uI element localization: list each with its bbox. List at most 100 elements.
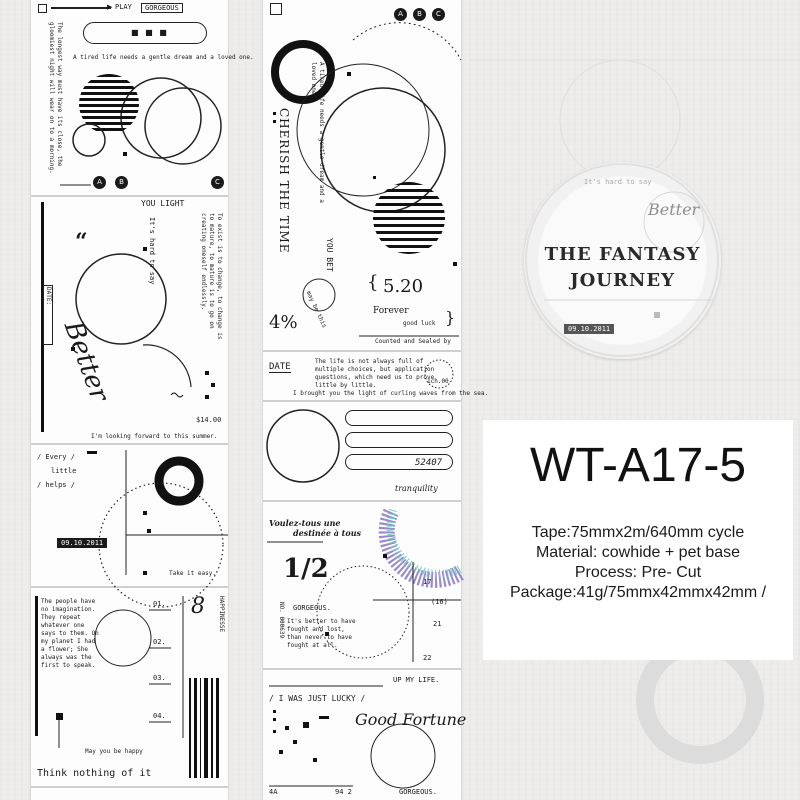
- roll-hint: It's hard to say: [584, 178, 652, 186]
- people-paragraph: The people have no imagination. They rep…: [41, 598, 99, 669]
- brace-left: {: [367, 272, 379, 293]
- number-01: 01.: [153, 600, 166, 608]
- you-bet: YOU BET: [325, 238, 334, 272]
- badge-c: C: [432, 8, 445, 21]
- serial-number: NO. 000639: [278, 602, 285, 639]
- circle-graphics: [98, 450, 228, 608]
- roll-graphics: [525, 163, 719, 357]
- side-box: [43, 285, 53, 345]
- badge-b: B: [413, 8, 426, 21]
- number-02: 02.: [153, 638, 166, 646]
- tape-segment: 52407 tranquility: [263, 402, 461, 502]
- tape-segment: DATE The life is not always full of mult…: [263, 352, 488, 402]
- circle-graphics: [266, 409, 340, 483]
- bottom-code-94: 94 2: [335, 788, 352, 796]
- number-16: (16): [431, 598, 448, 606]
- you-light-heading: YOU LIGHT: [141, 199, 185, 208]
- tired-life-vertical: A tired life needs a gentle dream and a …: [310, 62, 325, 203]
- looking-forward-text: I'm looking forward to this summer.: [91, 433, 218, 440]
- circle-graphics: [71, 247, 215, 399]
- tape-segment: The people have no imagination. They rep…: [31, 588, 228, 788]
- roll-date: 09.10.2011: [564, 324, 615, 334]
- good-fortune-script: Good Fortune: [355, 710, 467, 729]
- line-graphics: [56, 596, 219, 778]
- brought-light-text: I brought you the light of curling waves…: [293, 390, 489, 397]
- header-gorgeous: GORGEOUS: [141, 3, 183, 13]
- spec-material: Material: cowhide + pet base: [535, 544, 741, 561]
- pill-frame: [345, 432, 453, 448]
- gorgeous-text: GORGEOUS.: [293, 604, 331, 612]
- roll-script: Better: [648, 200, 700, 219]
- voulez-text: Voulez-tous une: [269, 518, 341, 528]
- tape-segment: PLAY ▶ GORGEOUS The longest way must hav…: [31, 0, 254, 197]
- badge-a: A: [93, 176, 106, 189]
- black-dash: [87, 451, 97, 454]
- spec-process: Process: Pre- Cut: [574, 564, 702, 581]
- date-number: 5.20: [383, 276, 424, 297]
- up-my-life: UP MY LIFE.: [393, 676, 440, 684]
- vertical-quote: The longest way must have its close, the…: [48, 22, 63, 174]
- number-17: 17: [423, 578, 432, 586]
- bar-decoration: [51, 7, 111, 9]
- happinesse-vertical: HAPPINESSE: [218, 596, 225, 633]
- tape-segment: A B C: [263, 0, 462, 352]
- play-arrow-icon: ▶: [107, 3, 113, 11]
- circle-graphics: [269, 685, 436, 789]
- product-info-panel: WT-A17-5 Tape:75mmx2m/640mm cycle Materi…: [483, 420, 793, 660]
- number-52407: 52407: [415, 458, 443, 468]
- square-icon: [270, 3, 282, 15]
- quote-mark: “: [75, 229, 88, 255]
- spec-tape: Tape:75mmx2m/640mm cycle: [531, 524, 745, 541]
- forever-text: Forever: [373, 306, 409, 316]
- tape-roll: It's hard to say Better THE FANTASY JOUR…: [524, 162, 721, 359]
- take-it-easy: Take it easy.: [169, 570, 216, 577]
- to-exist-quote: To exist is to change, to change is to m…: [200, 213, 223, 340]
- brace-right: }: [445, 308, 456, 327]
- destinee-text: destinée à tous: [293, 528, 362, 538]
- tape-segment: DATE: YOU LIGHT “ It's hard to say To ex…: [31, 197, 228, 445]
- pill-frame: [345, 410, 453, 426]
- date-heading: DATE: [269, 362, 291, 373]
- may-you-be-happy: May you be happy: [85, 748, 143, 755]
- square-icon: [38, 4, 47, 13]
- number-04: 04.: [153, 712, 166, 720]
- circle-graphics: [60, 74, 222, 186]
- number-22: 22: [423, 654, 432, 662]
- badge-a: A: [394, 8, 407, 21]
- tape-strip-left: PLAY ▶ GORGEOUS The longest way must hav…: [31, 0, 254, 800]
- four-percent: 4%: [269, 312, 298, 333]
- lucky-text: / I WAS JUST LUCKY /: [269, 694, 366, 703]
- roll-title-line1: THE FANTASY: [544, 244, 701, 265]
- circle-graphics: [424, 359, 454, 389]
- cherish-the-time: CHERISH THE TIME: [277, 108, 291, 254]
- circle-graphics: [271, 22, 462, 337]
- time-label: 1ch.00: [427, 378, 449, 385]
- tired-life-text: A tired life needs a gentle dream and a …: [73, 54, 254, 61]
- number-21: 21: [433, 620, 442, 628]
- tape-segment: / Every / little / helps / 09.10.2011 Ta…: [31, 445, 228, 608]
- vertical-bar-decoration: [41, 202, 44, 432]
- helps-text: / helps /: [37, 481, 75, 489]
- its-hard-to-say: It's hard to say: [148, 217, 156, 285]
- bottom-code-4a: 4A: [269, 788, 278, 796]
- badge-b: B: [115, 176, 128, 189]
- think-nothing-text: Think nothing of it: [37, 768, 152, 779]
- number-03: 03.: [153, 674, 166, 682]
- price-text: $14.00: [196, 416, 222, 424]
- one-half: 1/2: [283, 554, 329, 584]
- badge-c: C: [211, 176, 224, 189]
- tape-strip-middle: A B C: [263, 0, 488, 800]
- tranquility-text: tranquility: [395, 484, 438, 493]
- tape-segment: UP MY LIFE. / I WAS JUST LUCKY / Good Fo…: [263, 670, 466, 800]
- pill-frame: [345, 454, 453, 470]
- roll-title-line2: JOURNEY: [570, 270, 675, 291]
- date-label: DATE:: [45, 287, 52, 306]
- vertical-bar-decoration: [35, 596, 38, 736]
- dots-decoration: ■ ■ ■: [131, 28, 169, 37]
- pill-frame: [83, 22, 207, 44]
- fought-paragraph: It's better to have fought and lost, tha…: [287, 618, 356, 649]
- tape-segment: Voulez-tous une destinée à tous 1/2 GORG…: [263, 502, 466, 670]
- ring-graphics: [267, 508, 466, 662]
- spec-package: Package:41g/75mmx42mmx42mm /: [509, 584, 767, 601]
